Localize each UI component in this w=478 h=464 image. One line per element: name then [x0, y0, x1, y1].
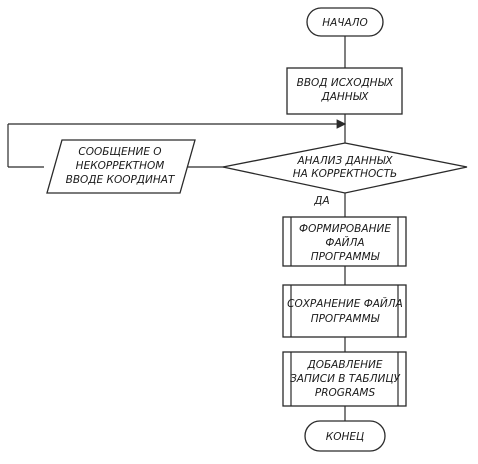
start-terminator: НАЧАЛО	[306, 7, 384, 37]
decision-line-1: АНАЛИЗ ДАННЫХ	[296, 155, 393, 167]
input-line-2: ДАННЫХ	[321, 91, 370, 103]
form-file-process: ФОРМИРОВАНИЕ ФАЙЛА ПРОГРАММЫ	[282, 216, 407, 267]
error-line-1: СООБЩЕНИЕ О	[78, 146, 161, 158]
form-file-line-2: ФАЙЛА	[325, 236, 364, 249]
end-terminator: КОНЕЦ	[304, 420, 386, 452]
add-record-line-1: ДОБАВЛЕНИЕ	[307, 359, 383, 371]
yes-label: ДА	[313, 195, 329, 207]
save-file-line-1: СОХРАНЕНИЕ ФАЙЛА	[287, 297, 403, 310]
input-line-1: ВВОД ИСХОДНЫХ	[297, 77, 395, 89]
save-file-line-2: ПРОГРАММЫ	[311, 313, 380, 325]
start-label: НАЧАЛО	[322, 17, 368, 29]
error-message-output: СООБЩЕНИЕ О НЕКОРРЕКТНОМ ВВОДЕ КООРДИНАТ	[46, 139, 196, 194]
decision-diamond: АНАЛИЗ ДАННЫХ НА КОРРЕКТНОСТЬ	[222, 142, 468, 194]
add-record-line-2: ЗАПИСИ В ТАБЛИЦУ	[290, 373, 400, 385]
error-line-3: ВВОДЕ КООРДИНАТ	[66, 174, 176, 186]
save-file-process: СОХРАНЕНИЕ ФАЙЛА ПРОГРАММЫ	[282, 284, 407, 338]
form-file-line-1: ФОРМИРОВАНИЕ	[299, 223, 391, 235]
error-line-2: НЕКОРРЕКТНОМ	[76, 160, 165, 172]
input-process: ВВОД ИСХОДНЫХ ДАННЫХ	[286, 67, 403, 115]
add-record-process: ДОБАВЛЕНИЕ ЗАПИСИ В ТАБЛИЦУ PROGRAMS	[282, 351, 407, 407]
add-record-line-3: PROGRAMS	[315, 387, 376, 399]
form-file-line-3: ПРОГРАММЫ	[311, 251, 380, 263]
decision-line-2: НА КОРРЕКТНОСТЬ	[293, 168, 397, 180]
end-label: КОНЕЦ	[326, 431, 364, 443]
